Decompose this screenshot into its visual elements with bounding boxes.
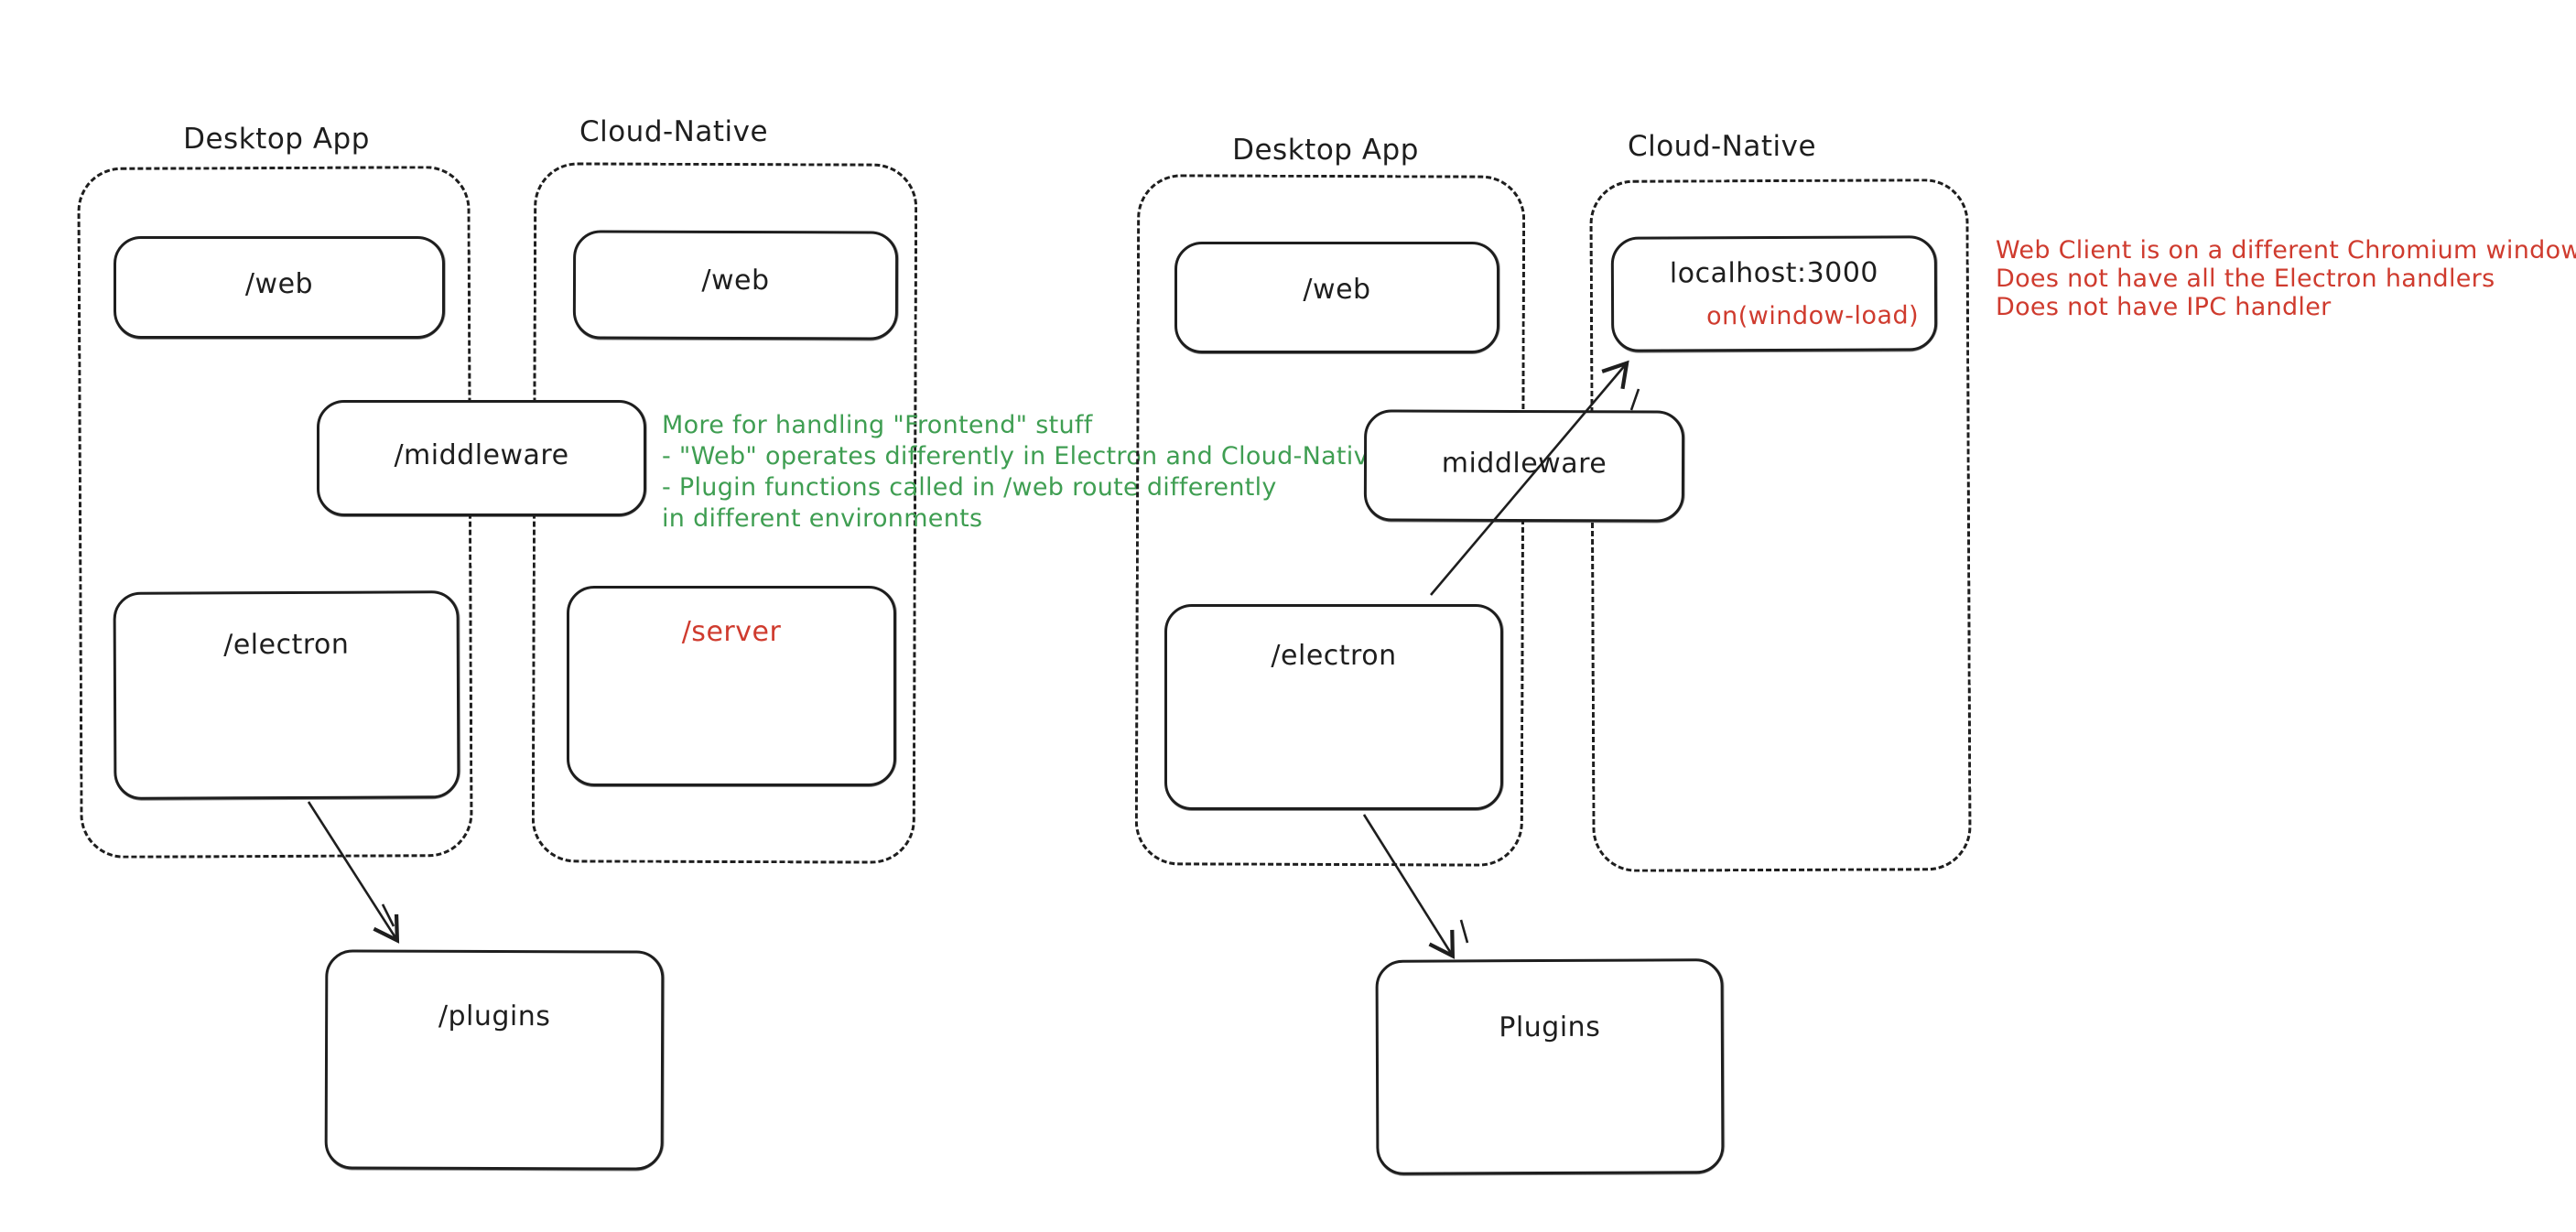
green-note[interactable]: More for handling "Frontend" stuff - "We… xyxy=(662,410,1384,535)
arrow-electron-to-localhost-sketch-stroke xyxy=(1629,388,1640,411)
node-server-left-label: /server xyxy=(681,616,782,648)
node-web-desktop-left-label: /web xyxy=(244,268,314,300)
node-electron-right-label: /electron xyxy=(1271,640,1397,672)
node-web-right-label: /web xyxy=(1303,274,1371,306)
green-note-line-4: in different environments xyxy=(662,504,983,533)
left-desktop-app-label[interactable]: Desktop App xyxy=(183,123,370,156)
node-web-right[interactable]: /web xyxy=(1174,242,1499,353)
arrow-electron-to-plugins-right[interactable] xyxy=(1362,814,1456,959)
node-web-desktop-left[interactable]: /web xyxy=(114,236,445,339)
red-note-line-1: Web Client is on a different Chromium wi… xyxy=(1996,236,2576,265)
node-server-left[interactable]: /server xyxy=(567,586,896,786)
green-note-line-3: - Plugin functions called in /web route … xyxy=(662,473,1277,502)
right-cloud-native-label[interactable]: Cloud-Native xyxy=(1627,130,1817,163)
node-electron-right[interactable]: /electron xyxy=(1164,604,1503,810)
arrow-electron-to-plugins-right-sketch-stroke xyxy=(1459,919,1469,944)
red-note[interactable]: Web Client is on a different Chromium wi… xyxy=(1996,236,2576,321)
green-note-line-1: More for handling "Frontend" stuff xyxy=(662,411,1093,439)
node-middleware-left-label: /middleware xyxy=(394,439,569,471)
node-middleware-left[interactable]: /middleware xyxy=(317,400,646,516)
right-desktop-app-label[interactable]: Desktop App xyxy=(1232,134,1419,167)
left-cloud-native-label[interactable]: Cloud-Native xyxy=(579,115,769,148)
arrow-electron-to-plugins-left-sketch-stroke xyxy=(381,903,395,927)
arrow-electron-to-localhost[interactable] xyxy=(1430,360,1629,596)
arrow-electron-to-plugins-left[interactable] xyxy=(307,801,400,944)
red-note-line-3: Does not have IPC handler xyxy=(1996,293,2332,321)
green-note-line-2: - "Web" operates differently in Electron… xyxy=(662,442,1384,470)
red-note-line-2: Does not have all the Electron handlers xyxy=(1996,265,2495,293)
